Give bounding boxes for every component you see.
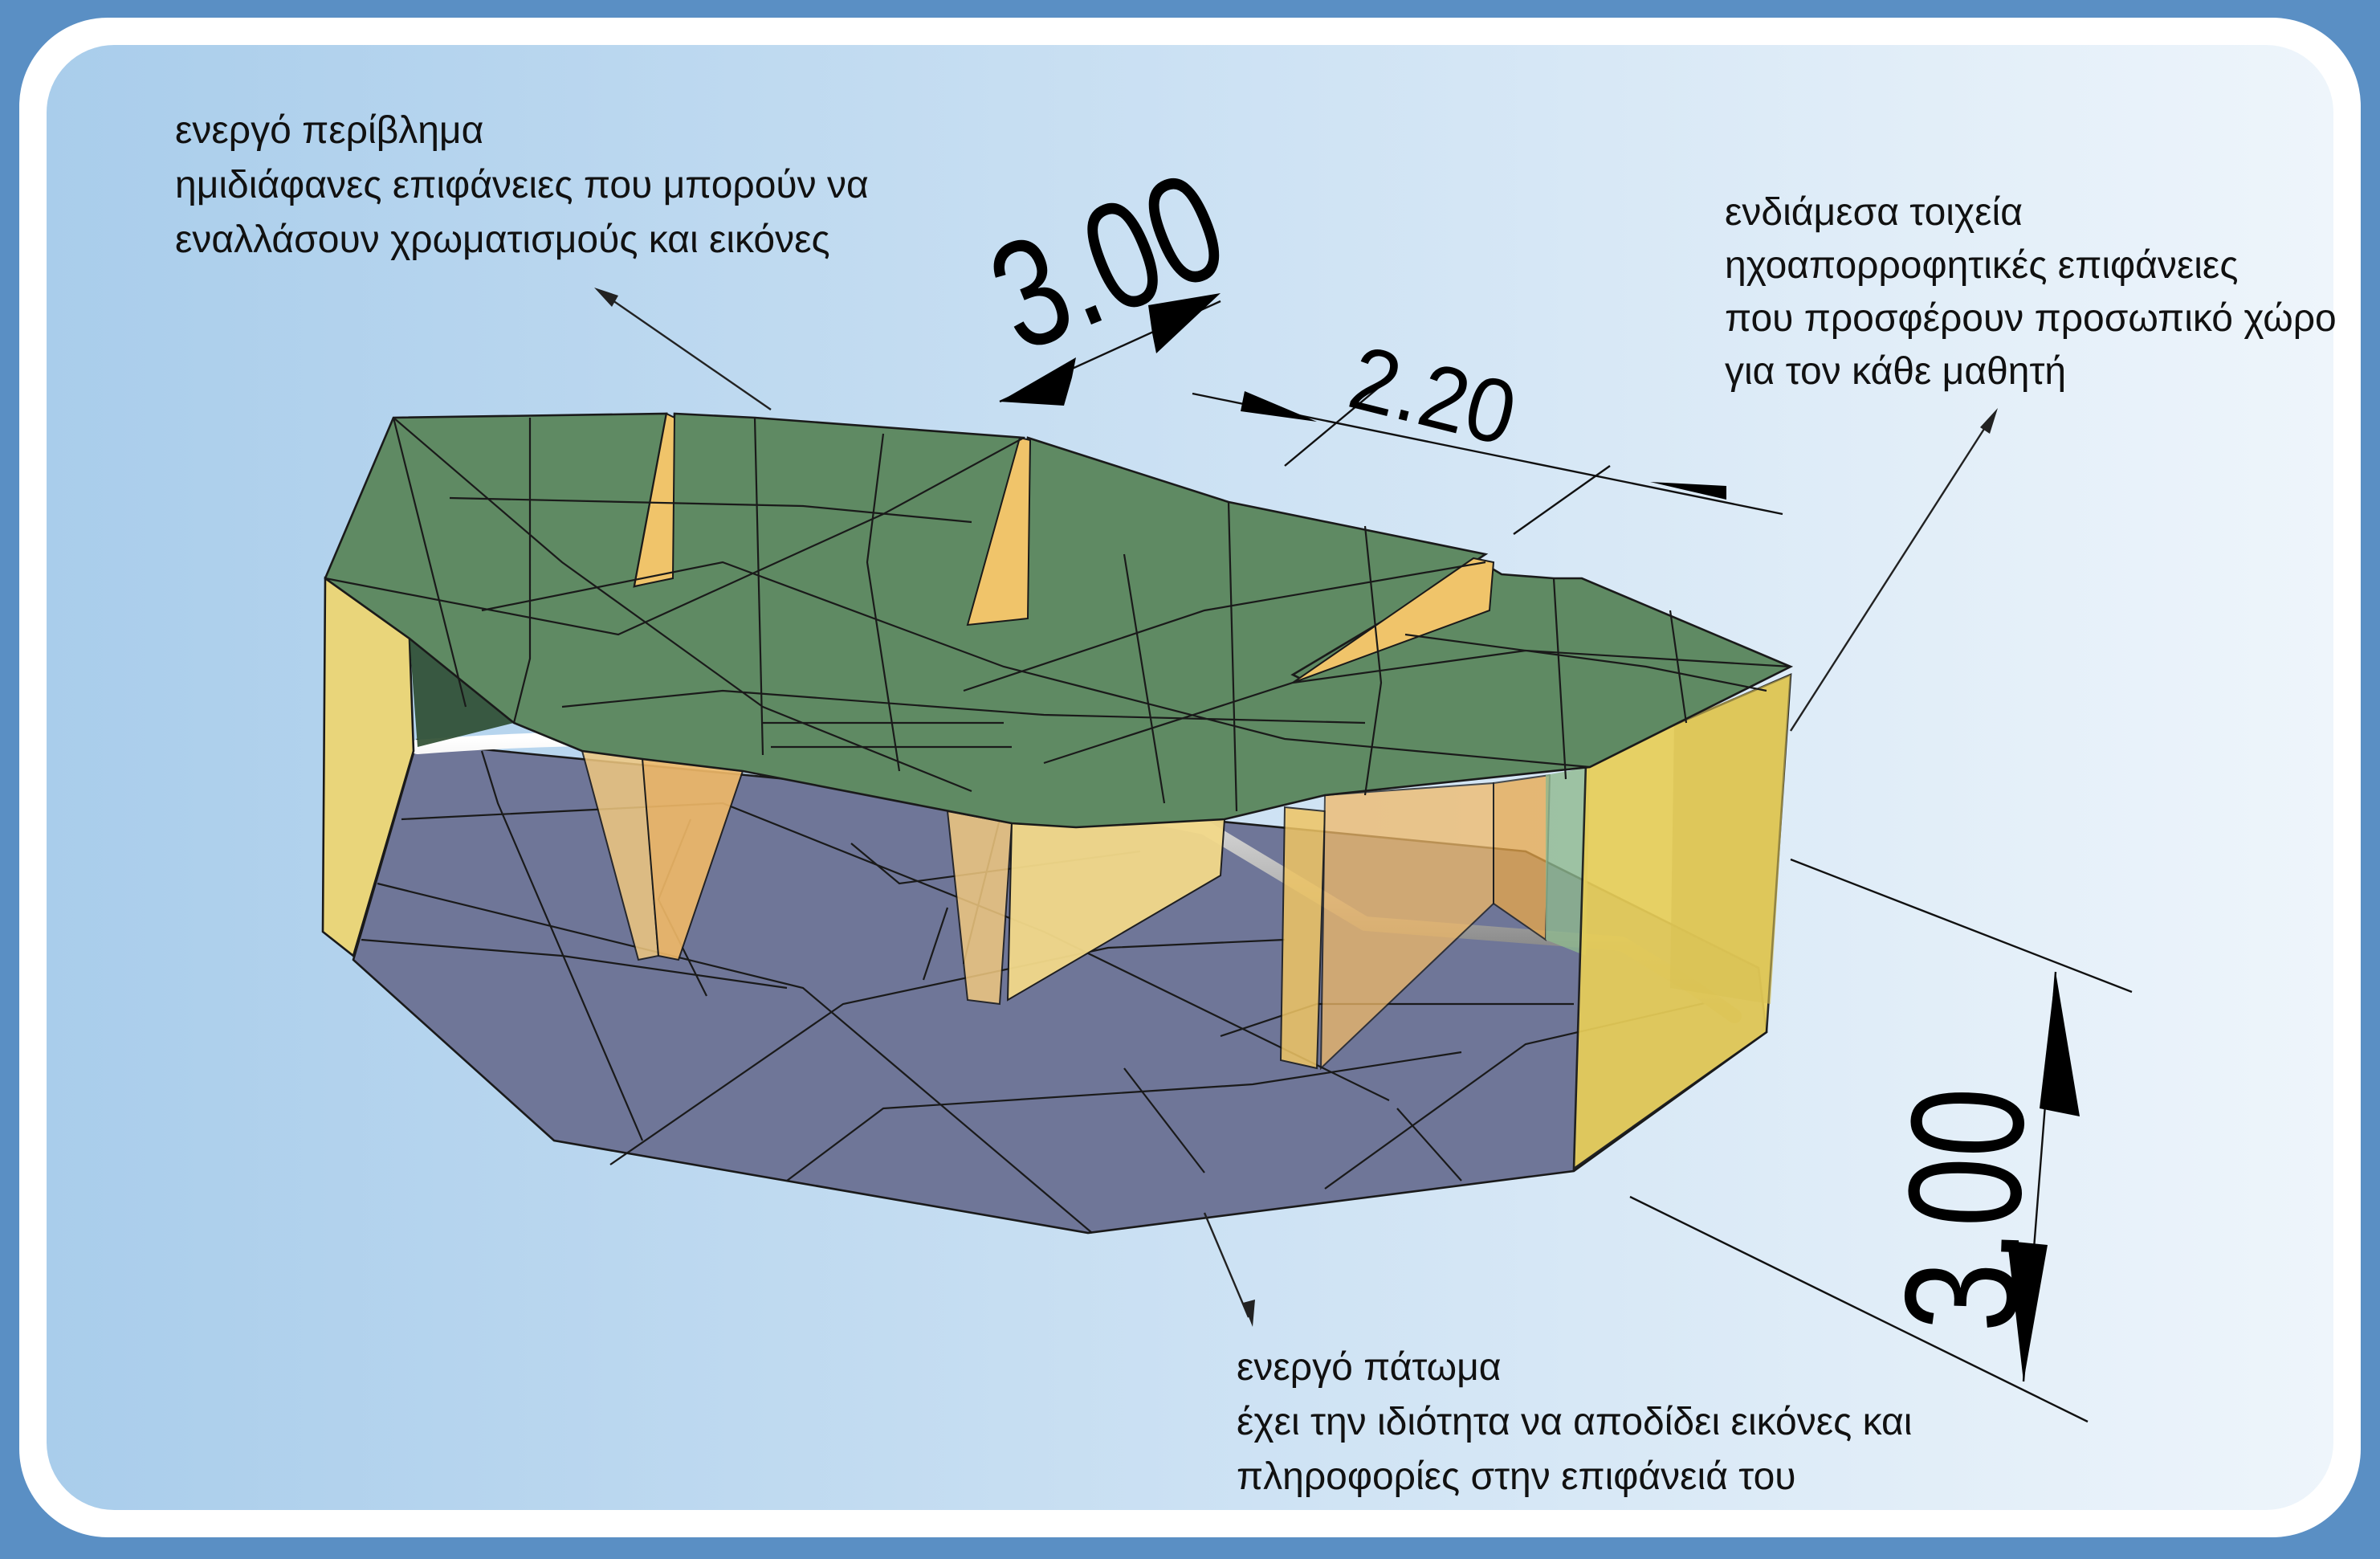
ext-line-spacing-1	[1284, 385, 1382, 467]
floor-desc-2: πληροφορίες στην επιφάνειά του	[1237, 1455, 1796, 1498]
partition-3-side	[1279, 806, 1327, 1070]
ext-line-height-bottom	[1629, 1195, 2089, 1423]
envelope-desc-1: ημιδιάφανες επιφάνειες που μπορούν να	[175, 164, 869, 206]
roof-fin-3	[1292, 557, 1495, 684]
leader-envelope	[601, 292, 772, 410]
partition-walls	[321, 576, 1792, 1171]
dimension-height: 3.00	[1629, 858, 2133, 1423]
active-envelope-roof	[324, 412, 1794, 829]
leader-floor	[1203, 1212, 1250, 1318]
leader-lines	[594, 288, 1998, 1327]
leader-floor-arrow	[1243, 1300, 1255, 1327]
roof-fin-1	[633, 412, 676, 588]
right-end-wall-inner	[1670, 675, 1791, 1004]
partitions-desc-2: που προσφέρουν προσωπικό χώρο	[1725, 297, 2337, 340]
partitions-desc-1: ηχοαπορροφητικές επιφάνειες	[1725, 244, 2238, 287]
leader-partitions-arrow	[1980, 408, 1998, 434]
arrowhead-spacing-right	[1650, 482, 1726, 500]
leader-partitions	[1789, 417, 1993, 732]
dim-label-height: 3.00	[1872, 1084, 2059, 1334]
envelope-desc-2: εναλλάσουν χρωματισμούς και εικόνες	[175, 218, 830, 261]
annotation-envelope: ενεργό περίβλημα ημιδιάφανες επιφάνειες …	[175, 109, 869, 261]
roof-fin-2	[966, 436, 1032, 626]
arrowhead-height-top	[2040, 972, 2080, 1116]
envelope-title: ενεργό περίβλημα	[175, 109, 483, 152]
partitions-desc-3: για τον κάθε μαθητή	[1725, 350, 2066, 393]
ext-line-height-top	[1790, 858, 2133, 994]
annotation-floor: ενεργό πάτωμα έχει την ιδιότητα να αποδί…	[1237, 1346, 1912, 1498]
annotation-partitions: ενδιάμεσα τοιχεία ηχοαπορροφητικές επιφά…	[1725, 191, 2337, 393]
arrowhead-left	[1000, 357, 1076, 406]
arrowhead-right	[1148, 293, 1221, 353]
right-translucent-panel	[1546, 767, 1590, 956]
ext-line-spacing-2	[1513, 465, 1611, 535]
floor-title: ενεργό πάτωμα	[1237, 1346, 1501, 1389]
arrowhead-height-bottom	[2007, 1241, 2048, 1381]
floor-desc-1: έχει την ιδιότητα να αποδίδει εικόνες κα…	[1237, 1401, 1912, 1443]
leader-envelope-arrow	[594, 288, 618, 307]
arrowhead-spacing-left	[1241, 391, 1317, 422]
partitions-title: ενδιάμεσα τοιχεία	[1725, 191, 2023, 234]
